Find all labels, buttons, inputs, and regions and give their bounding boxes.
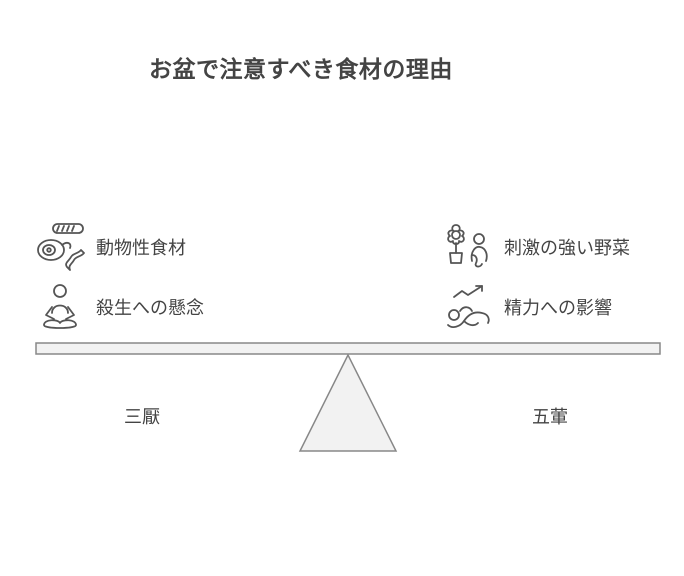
right-item-label: 刺激の強い野菜 — [504, 238, 630, 259]
left-side-label: 三厭 — [124, 407, 160, 428]
plant-and-person-icon — [447, 224, 488, 268]
left-item-label: 殺生への懸念 — [96, 298, 204, 319]
left-item-killing-concern: 殺生への懸念 — [34, 281, 204, 333]
right-item-strong-vegetables: 刺激の強い野菜 — [442, 221, 630, 273]
right-item-energy-impact: 精力への影響 — [442, 281, 612, 333]
meat-bacon-icon — [37, 223, 85, 271]
seesaw-fulcrum — [298, 353, 398, 452]
left-item-label: 動物性食材 — [96, 238, 186, 259]
right-side-label: 五葷 — [532, 407, 568, 428]
meditating-person-icon — [43, 284, 77, 329]
energy-trend-icon — [447, 285, 490, 328]
page-title: お盆で注意すべき食材の理由 — [149, 57, 453, 83]
left-item-animal-food: 動物性食材 — [34, 221, 186, 273]
seesaw-beam — [35, 342, 661, 355]
right-item-label: 精力への影響 — [504, 298, 612, 319]
